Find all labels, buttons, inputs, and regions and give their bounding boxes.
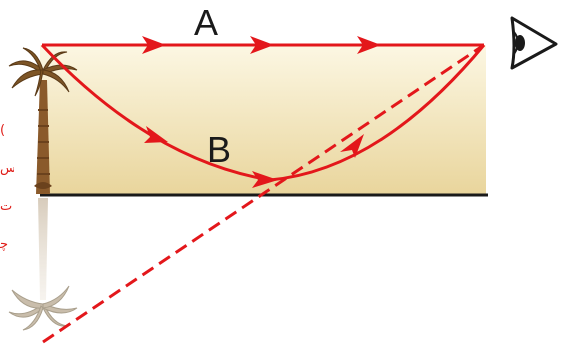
side-text-line: ﭼ xyxy=(0,226,14,264)
eye-icon xyxy=(512,18,556,68)
side-text-line: ت xyxy=(0,188,14,226)
side-text-line: س xyxy=(0,150,14,188)
side-text-line: ( xyxy=(0,112,14,150)
palm-tree-reflection-icon xyxy=(9,198,77,330)
ray-b-label: B xyxy=(207,129,231,170)
side-text-fragment: ( س ت ﭼ xyxy=(0,112,14,264)
ray-a-label: A xyxy=(194,2,218,43)
hot-air-layer xyxy=(40,45,486,195)
